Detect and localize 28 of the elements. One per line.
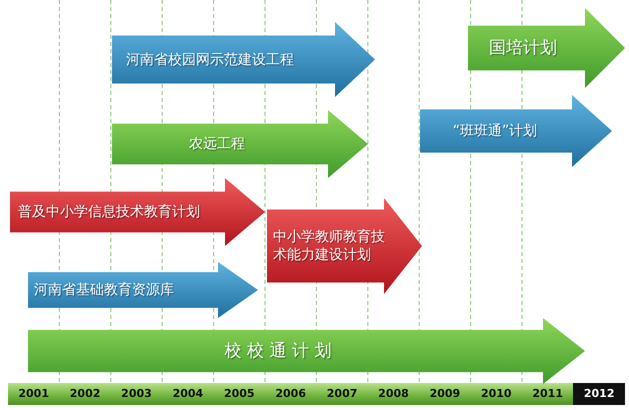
year-label: 2009 [428, 386, 462, 402]
year-label: 2008 [377, 386, 410, 402]
year-label: 2001 [17, 386, 50, 402]
program-bar [112, 110, 368, 178]
year-label: 2010 [480, 386, 513, 402]
year-label: 2007 [326, 386, 358, 402]
year-label: 2002 [68, 386, 102, 402]
program-label: “班班通”计划 [452, 122, 538, 140]
program-label: 农远工程 [188, 135, 246, 153]
program-label: 河南省校园网示范建设工程 [126, 50, 295, 68]
program-label: 普及中小学信息技术教育计划 [18, 203, 201, 221]
program-label: 河南省基础教育资源库 [34, 281, 175, 299]
program-bar [28, 262, 258, 318]
program-bar [468, 8, 625, 88]
year-label: 2004 [172, 386, 204, 402]
program-label: 中小学教师教育技术能力建设计划 [273, 228, 386, 264]
program-bar [112, 22, 375, 97]
program-label: 校 校 通 计 划 [224, 342, 332, 360]
program-label: 国培计划 [488, 39, 558, 57]
program-bar [267, 198, 422, 294]
year-label: 2006 [274, 386, 307, 402]
year-label: 2005 [222, 386, 256, 402]
program-bar [10, 178, 265, 246]
program-bar [28, 318, 585, 384]
year-label: 2012 [573, 383, 625, 405]
program-bar [420, 95, 612, 167]
year-label: 2003 [120, 386, 153, 402]
year-label: 2011 [531, 386, 564, 402]
